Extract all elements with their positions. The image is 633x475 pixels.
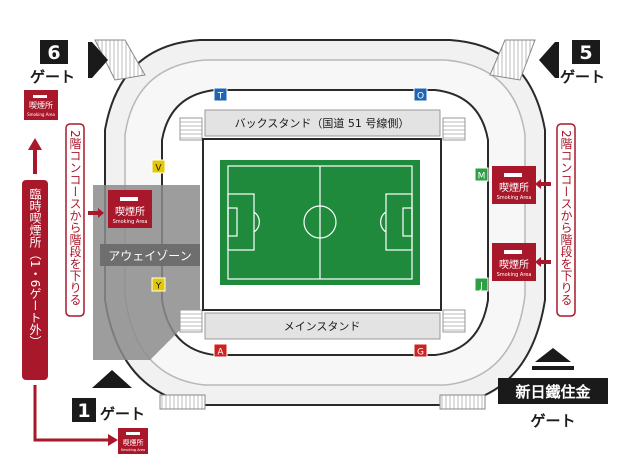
gate-nippon-name: 新日鐵住金	[515, 383, 591, 401]
section-marker-O: O	[413, 87, 428, 102]
svg-text:Smoking Area: Smoking Area	[113, 219, 148, 225]
gate-nippon-label: ゲート	[530, 412, 575, 430]
gate-5-label: ゲート	[560, 68, 605, 86]
svg-text:Smoking Area: Smoking Area	[497, 195, 532, 201]
gate-6-arrow-icon	[92, 42, 108, 78]
section-marker-A: A	[213, 343, 228, 358]
main-stand-area	[204, 312, 441, 340]
stairs-nw	[179, 117, 203, 141]
svg-text:Y: Y	[155, 282, 162, 292]
svg-text:喫煙所: 喫煙所	[29, 100, 53, 110]
barrier-bottom-left	[159, 394, 206, 410]
section-marker-Y: Y	[151, 277, 166, 292]
away-zone-label: アウェイゾーン	[108, 249, 191, 263]
gate-5-number: 5	[579, 42, 592, 64]
barrier-bottom-right	[439, 394, 486, 410]
cigarette-icon	[120, 197, 138, 201]
svg-text:臨時喫煙所（1・6ゲート外）: 臨時喫煙所（1・6ゲート外）	[28, 188, 42, 348]
smoking-area-right-2: 喫煙所 Smoking Area	[492, 243, 536, 281]
gate-6: 6 ゲート	[30, 40, 108, 86]
svg-text:喫煙所: 喫煙所	[499, 259, 529, 271]
svg-text:J: J	[479, 282, 483, 292]
gate-1-arrow-icon	[92, 370, 132, 388]
svg-text:2階コンコースから階段を下りる: 2階コンコースから階段を下りる	[559, 130, 573, 306]
stairs-ne	[442, 117, 466, 141]
cigarette-icon	[126, 432, 140, 435]
smoking-area-gate6: 喫煙所 Smoking Area	[24, 90, 58, 120]
arrow-right-to-smoking-1-icon	[535, 179, 541, 189]
gate-nippon-steel: 新日鐵住金 ゲート	[498, 348, 608, 430]
cigarette-icon	[504, 250, 522, 254]
away-zone-label-bg	[100, 244, 200, 266]
concourse-note-left: 2階コンコースから階段を下りる	[65, 123, 85, 317]
gate-1: 1 ゲート	[72, 370, 145, 423]
arrow-right-to-smoking-2-icon	[535, 257, 541, 267]
svg-text:Smoking Area: Smoking Area	[27, 112, 55, 117]
temporary-smoking-note: 臨時喫煙所（1・6ゲート外）	[22, 180, 48, 380]
section-marker-T: T	[213, 87, 228, 102]
smoking-area-right-1: 喫煙所 Smoking Area	[492, 166, 536, 204]
section-marker-M: M	[474, 167, 489, 182]
svg-text:Smoking Area: Smoking Area	[121, 448, 145, 452]
barrier-top-right	[489, 39, 536, 81]
section-marker-G: G	[413, 343, 428, 358]
path-to-gate1-smoking	[33, 385, 110, 442]
smoking-area-away: 喫煙所 Smoking Area	[108, 190, 152, 228]
gate-1-number: 1	[77, 400, 90, 422]
gate-1-label: ゲート	[100, 405, 145, 423]
cigarette-icon	[504, 173, 522, 177]
svg-text:V: V	[155, 164, 162, 174]
stairs-sw	[179, 309, 203, 333]
gate-6-label: ゲート	[30, 68, 75, 86]
gate-5: 5 ゲート	[539, 40, 605, 86]
svg-text:Smoking Area: Smoking Area	[497, 272, 532, 278]
svg-text:2階コンコースから階段を下りる: 2階コンコースから階段を下りる	[68, 130, 82, 306]
svg-text:G: G	[417, 348, 424, 358]
cigarette-icon	[33, 95, 47, 98]
svg-text:M: M	[478, 172, 486, 182]
gate-6-number: 6	[47, 42, 60, 64]
smoking-area-gate1: 喫煙所 Smoking Area	[118, 428, 148, 454]
arrow-right-bottom-icon	[108, 434, 118, 446]
back-stand-area	[204, 109, 441, 137]
svg-text:喫煙所: 喫煙所	[499, 182, 529, 194]
concourse-note-right: 2階コンコースから階段を下りる	[556, 123, 576, 317]
away-zone-area	[93, 185, 200, 360]
barrier-top-left	[94, 39, 146, 81]
main-stand-label: メインスタンド	[284, 320, 361, 333]
svg-text:O: O	[417, 92, 424, 102]
arrow-up-left-icon	[28, 138, 42, 174]
section-marker-J: J	[474, 277, 489, 292]
gate-nippon-arrow-icon	[535, 348, 571, 362]
back-stand-label: バックスタンド（国道 51 号線側）	[235, 116, 410, 130]
pitch-markings	[227, 165, 413, 280]
svg-text:A: A	[217, 348, 224, 358]
stairs-se	[442, 309, 466, 333]
gate-5-arrow-icon	[539, 42, 555, 78]
svg-text:T: T	[217, 92, 224, 102]
arrow-left-to-smoking-icon	[98, 208, 104, 218]
section-marker-V: V	[151, 159, 166, 174]
svg-text:喫煙所: 喫煙所	[123, 438, 144, 447]
svg-text:喫煙所: 喫煙所	[115, 206, 145, 218]
